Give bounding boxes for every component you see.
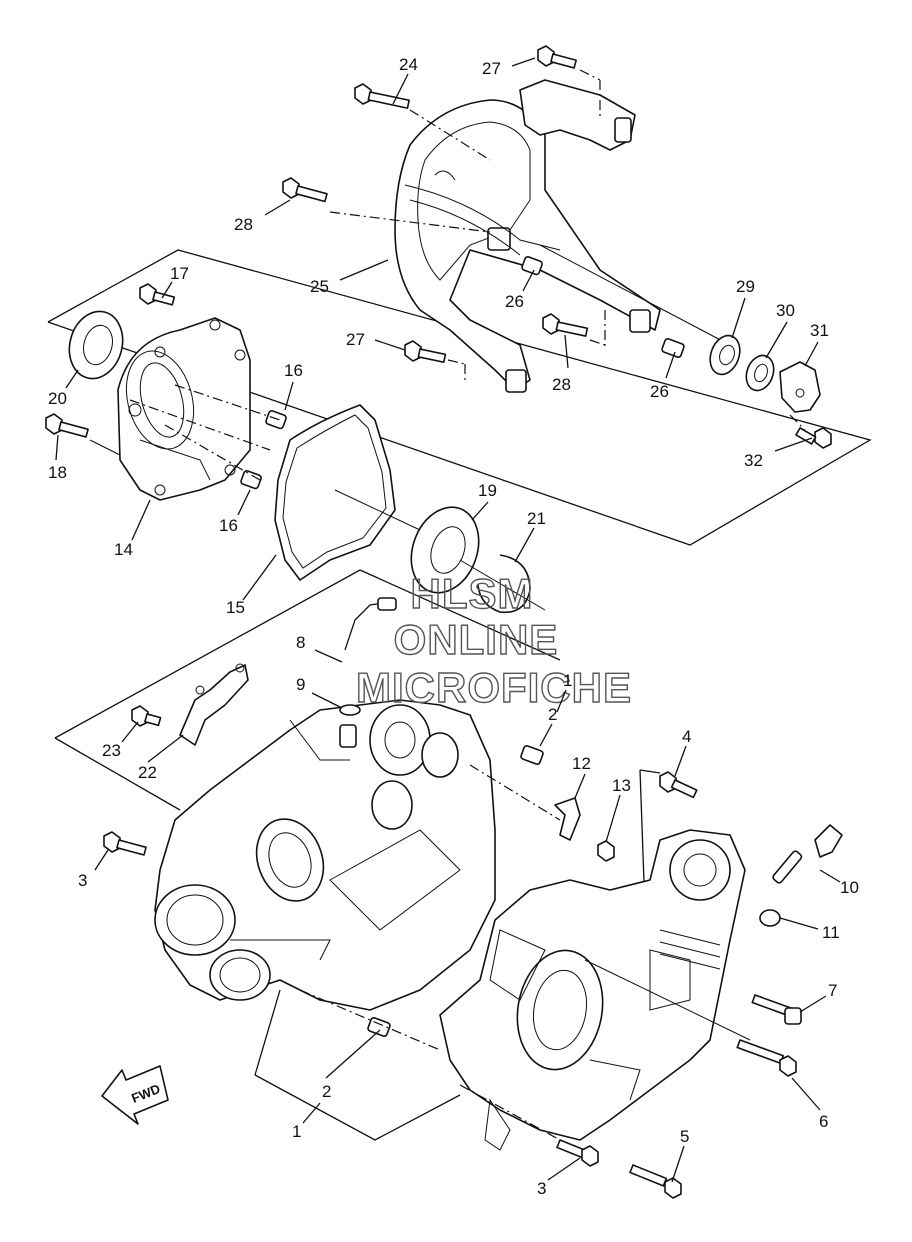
- seal-30-icon: [745, 354, 775, 392]
- callout-4: 4: [682, 727, 691, 746]
- bolt-23-icon: [131, 705, 162, 727]
- dowel-16-upper-icon: [265, 410, 287, 430]
- callout-8: 8: [296, 633, 305, 652]
- callout-1: 1: [563, 671, 572, 690]
- callout-31: 31: [810, 321, 829, 340]
- dowel-16-lower-icon: [240, 470, 262, 490]
- bolt-27-lower-icon: [404, 340, 447, 364]
- bearing-19-icon: [410, 506, 480, 594]
- leader-lines: [55, 57, 841, 1183]
- callout-28: 28: [234, 215, 253, 234]
- bolt-28-left-icon: [282, 177, 328, 203]
- bolt-27-top-icon: [537, 45, 577, 69]
- callout-16: 16: [284, 361, 303, 380]
- bolt-7-icon: [751, 994, 802, 1025]
- bolt-28-right-icon: [542, 313, 589, 337]
- circlip-21-icon: [477, 554, 531, 614]
- crankcase-left-half: [154, 699, 496, 1011]
- callout-32: 32: [744, 451, 763, 470]
- callout-13: 13: [612, 776, 631, 795]
- callout-1: 1: [292, 1122, 301, 1141]
- callout-2: 2: [548, 705, 557, 724]
- bolt-32-icon: [795, 427, 832, 449]
- callout-10: 10: [840, 878, 859, 897]
- callout-labels: 24 27 28 25 26 17 27 28 26 29 30 31 32 2…: [48, 55, 859, 1198]
- bolt-3-lower-icon: [556, 1139, 599, 1167]
- callout-20: 20: [48, 389, 67, 408]
- watermark-line-2: ONLINE: [394, 616, 559, 663]
- bracket-22-icon: [179, 663, 249, 746]
- callout-27: 27: [346, 330, 365, 349]
- dowel-2-upper-icon: [520, 745, 544, 765]
- callout-3: 3: [78, 871, 87, 890]
- plate-31-icon: [779, 361, 821, 413]
- collar-26-lower-icon: [661, 338, 685, 358]
- callout-26: 26: [505, 292, 524, 311]
- callout-19: 19: [478, 481, 497, 500]
- crankcase-cover-left: [117, 317, 251, 501]
- watermark-line-3: MICROFICHE: [356, 664, 632, 711]
- fitting-9-icon: [339, 704, 361, 748]
- callout-3: 3: [537, 1179, 546, 1198]
- callout-2: 2: [322, 1082, 331, 1101]
- callout-7: 7: [828, 981, 837, 1000]
- bearing-29-icon: [709, 334, 741, 376]
- bolt-17-icon: [139, 283, 176, 306]
- callout-26: 26: [650, 382, 669, 401]
- bolt-6-icon: [736, 1039, 797, 1077]
- bolt-24-icon: [354, 83, 410, 109]
- callout-27: 27: [482, 59, 501, 78]
- callout-30: 30: [776, 301, 795, 320]
- bolt-18-icon: [45, 413, 89, 438]
- bolt-13-icon: [597, 840, 615, 862]
- callout-5: 5: [680, 1127, 689, 1146]
- chain-case-cover: [394, 79, 661, 393]
- watermark-line-1: HLSM: [411, 570, 534, 617]
- o-ring-11-icon: [759, 909, 781, 927]
- bolt-4-icon: [659, 771, 698, 799]
- callout-23: 23: [102, 741, 121, 760]
- callout-28: 28: [552, 375, 571, 394]
- seal-20-icon: [68, 310, 124, 380]
- callout-24: 24: [399, 55, 418, 74]
- cover-group-frame: [47, 249, 872, 546]
- callout-29: 29: [736, 277, 755, 296]
- callout-17: 17: [170, 264, 189, 283]
- collar-26-upper-icon: [521, 256, 543, 276]
- callout-25: 25: [310, 277, 329, 296]
- watermark: HLSM ONLINE MICROFICHE: [355, 569, 632, 711]
- fwd-direction-arrow-icon: FWD: [101, 1065, 169, 1125]
- callout-22: 22: [138, 763, 157, 782]
- callout-21: 21: [527, 509, 546, 528]
- dipstick-10-icon: [772, 824, 843, 884]
- callout-6: 6: [819, 1112, 828, 1131]
- crankcase-group-frame: [54, 569, 661, 1141]
- gasket-15-icon: [274, 404, 396, 581]
- callout-11: 11: [822, 923, 840, 942]
- callout-12: 12: [572, 754, 591, 773]
- crankcase-right-half: [439, 829, 746, 1151]
- callout-16: 16: [219, 516, 238, 535]
- pipe-8-icon: [344, 597, 397, 651]
- callout-9: 9: [296, 675, 305, 694]
- callout-15: 15: [226, 598, 245, 617]
- callout-14: 14: [114, 540, 133, 559]
- bolt-5-icon: [629, 1164, 682, 1199]
- callout-18: 18: [48, 463, 67, 482]
- bolt-3-upper-icon: [103, 831, 147, 856]
